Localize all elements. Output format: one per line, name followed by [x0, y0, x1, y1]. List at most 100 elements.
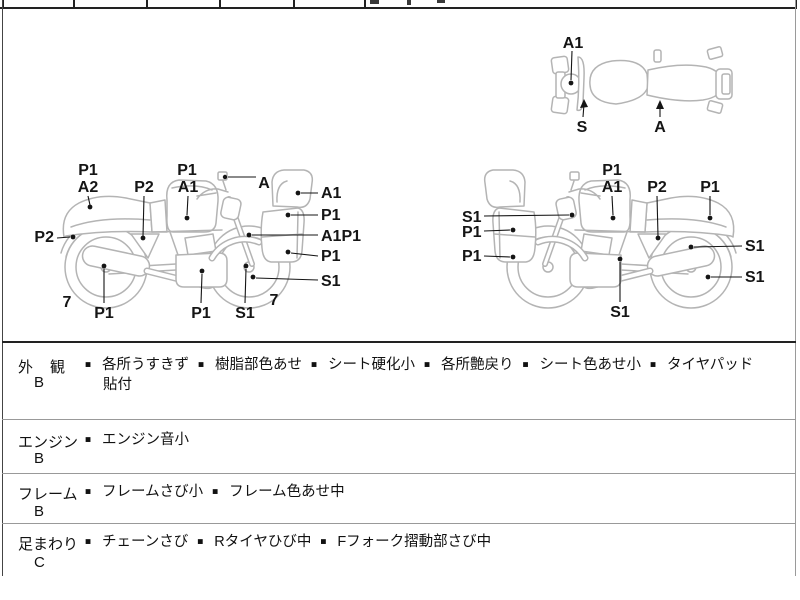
bullet-icon: ■	[85, 434, 92, 446]
table-cell-divider	[73, 0, 75, 7]
bullet-icon: ■	[424, 359, 431, 371]
damage-label-p2-side-cover: P2	[134, 179, 154, 241]
damage-label-p1-a1-tank: P1 A1	[602, 162, 623, 221]
svg-text:7: 7	[63, 294, 72, 311]
clipped-text-fragment	[407, 0, 411, 5]
bullet-icon: ■	[85, 486, 92, 498]
table-row-divider	[2, 523, 796, 524]
condition-items: ■各所うすきず■樹脂部色あせ■シート硬化小■各所艶戻り■シート色あせ小■タイヤパ…	[85, 356, 763, 394]
motorcycle-top-art	[550, 46, 733, 115]
condition-item: ■各所艶戻り	[424, 357, 514, 373]
svg-text:P1: P1	[602, 162, 622, 179]
condition-item: ■エンジン音小	[85, 432, 189, 448]
table-cell-divider	[795, 0, 797, 7]
svg-text:P1: P1	[700, 179, 720, 196]
svg-text:P1: P1	[94, 305, 114, 322]
bullet-icon: ■	[85, 359, 92, 371]
category-label: 外 観	[18, 359, 67, 376]
svg-text:7: 7	[270, 292, 279, 309]
svg-text:S1: S1	[745, 238, 765, 255]
table-border	[2, 341, 796, 343]
table-cell-divider	[293, 0, 295, 7]
svg-text:A1: A1	[602, 179, 623, 196]
damage-label-p1-tail: P1	[700, 179, 720, 221]
clipped-text-fragment	[370, 0, 379, 4]
condition-item: ■フレーム色あせ中	[212, 484, 345, 500]
condition-item: ■タイヤパッド貼付	[103, 357, 754, 393]
damage-label-p1-windshield-upper: P1	[462, 224, 516, 241]
table-cell-divider	[364, 0, 366, 7]
clipped-table-row	[0, 0, 800, 9]
condition-items: ■エンジン音小	[85, 431, 763, 451]
damage-label-p1-a2-tail: P1 A2	[78, 162, 99, 210]
svg-text:P1: P1	[321, 207, 341, 224]
condition-item: ■チェーンさび	[85, 534, 189, 550]
bullet-icon: ■	[197, 536, 204, 548]
svg-text:P1: P1	[462, 224, 482, 241]
table-cell-divider	[2, 0, 4, 7]
grade-value: B	[34, 450, 45, 467]
damage-label-s1-rear-shock: S1	[688, 238, 765, 255]
damage-label-s1-engine: S1	[610, 256, 630, 321]
table-cell-divider	[146, 0, 148, 7]
damage-label-p1-exhaust: P1	[191, 268, 211, 322]
damage-diagram-area: A1 S A P1 A2 P2	[34, 35, 765, 322]
bullet-icon: ■	[650, 359, 657, 371]
sheet-left-border	[2, 0, 3, 576]
condition-item: ■樹脂部色あせ	[198, 357, 302, 373]
svg-text:P2: P2	[134, 179, 154, 196]
table-row-divider	[2, 473, 796, 474]
svg-text:A2: A2	[78, 179, 99, 196]
damage-label-p1-windshield-lower: P1	[285, 248, 341, 265]
damage-label-s1-front-tire: S1	[250, 273, 341, 290]
svg-text:A: A	[258, 175, 270, 192]
bullet-icon: ■	[85, 536, 92, 548]
svg-text:S: S	[577, 119, 588, 136]
damage-label-s1-front-wheel: S1	[235, 263, 255, 322]
bullet-icon: ■	[320, 536, 327, 548]
bullet-icon: ■	[522, 359, 529, 371]
category-label: エンジン	[18, 434, 79, 451]
condition-items: ■チェーンさび■Rタイヤひび中■Fフォーク摺動部さび中	[85, 533, 763, 553]
grade-value: B	[34, 503, 45, 520]
svg-text:S1: S1	[321, 273, 341, 290]
condition-item: ■Rタイヤひび中	[197, 534, 312, 550]
grade-value: B	[34, 374, 45, 391]
svg-text:P1: P1	[191, 305, 211, 322]
damage-label-p1-muffler: P1	[94, 263, 114, 322]
damage-label-s1-rear-wheel: S1	[705, 269, 765, 286]
sheet-right-border	[795, 0, 796, 576]
damage-label-s-front-fender: S	[577, 99, 588, 136]
svg-text:P1: P1	[177, 162, 197, 179]
damage-label-p2-rear-fender: P2	[34, 229, 76, 246]
svg-text:A1: A1	[563, 35, 584, 52]
category-label: フレーム	[18, 486, 78, 503]
svg-text:A: A	[654, 119, 666, 136]
motorcycle-top-view-diagram: A1 S A	[550, 35, 733, 136]
svg-text:P1: P1	[78, 162, 98, 179]
bullet-icon: ■	[198, 359, 205, 371]
svg-text:A1P1: A1P1	[321, 228, 361, 245]
motorcycle-left-side-diagram: P1 A2 P2 P1 A1 A P2	[34, 162, 361, 322]
svg-text:P1: P1	[321, 248, 341, 265]
svg-text:S1: S1	[610, 304, 630, 321]
diagram-number-rear: 7	[63, 294, 72, 311]
damage-label-s1-handlebar: S1	[462, 209, 575, 226]
svg-text:A1: A1	[321, 185, 342, 202]
damage-label-a-mirror: A	[222, 174, 270, 192]
svg-text:S1: S1	[462, 209, 482, 226]
clipped-text-fragment	[437, 0, 445, 3]
svg-text:P1: P1	[462, 248, 482, 265]
table-row-divider	[2, 419, 796, 420]
table-row-border	[0, 7, 797, 9]
damage-label-a1p1-front-fender: A1P1	[246, 228, 361, 245]
damage-label-p1-windshield-lower: P1	[462, 248, 516, 265]
svg-text:A1: A1	[178, 179, 199, 196]
damage-label-a1-windshield: A1	[295, 185, 342, 202]
grade-value: C	[34, 554, 45, 571]
svg-text:P2: P2	[34, 229, 54, 246]
bullet-icon: ■	[212, 486, 219, 498]
condition-items: ■フレームさび小■フレーム色あせ中	[85, 483, 763, 503]
table-cell-divider	[219, 0, 221, 7]
